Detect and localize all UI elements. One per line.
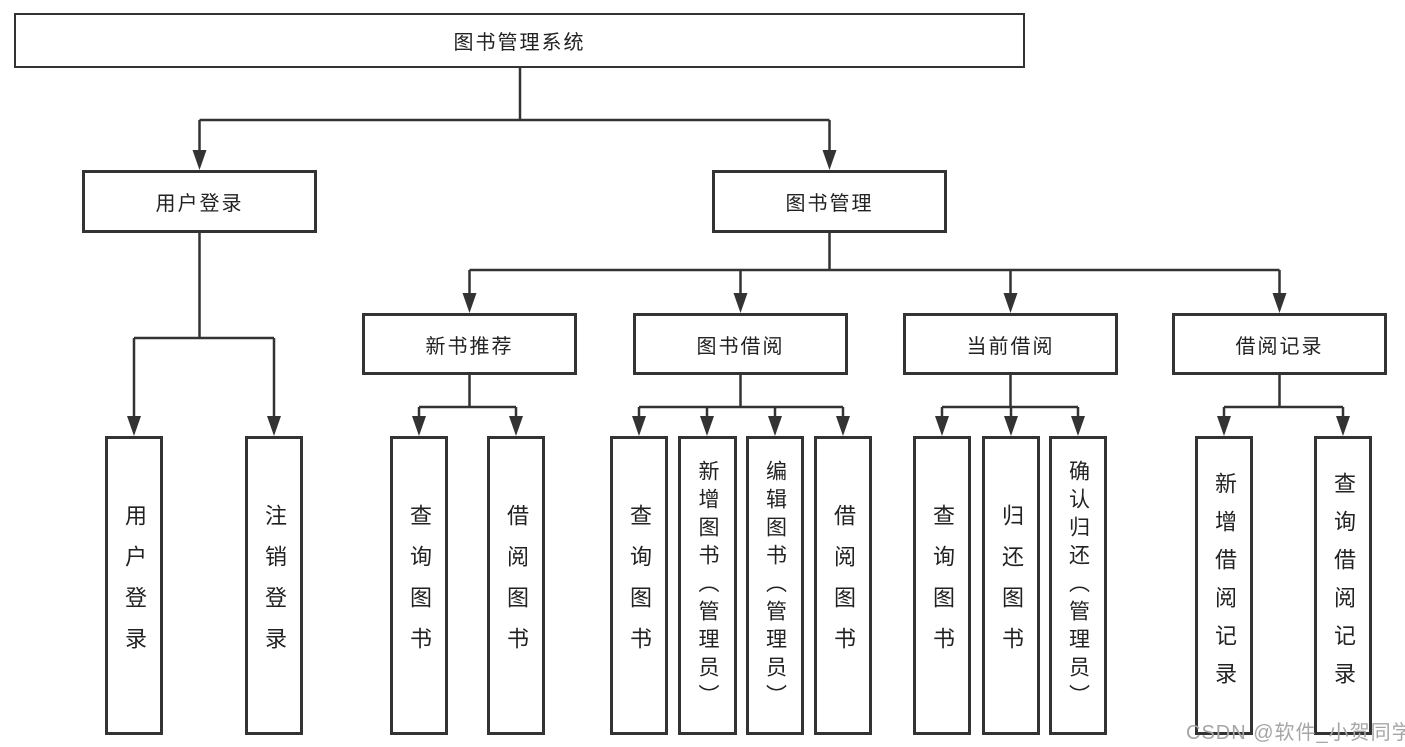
node-label: 图书管理 xyxy=(785,193,874,215)
connector-root-to-level2 xyxy=(192,68,837,170)
leaf-label: 注销登录 xyxy=(262,503,287,668)
connector-bookmgmt-to-level3 xyxy=(462,233,1287,313)
connector-userlogin-to-leaves xyxy=(127,233,281,436)
leaf-confirm-return-admin: 确认归还（管理员） xyxy=(1049,436,1107,735)
node-library-management-system: 图书管理系统 xyxy=(14,13,1025,68)
leaf-label: 借阅图书 xyxy=(504,503,529,668)
leaf-user-login: 用户登录 xyxy=(105,436,163,735)
leaf-label: 新增借阅记录 xyxy=(1212,471,1237,700)
node-label: 当前借阅 xyxy=(966,335,1055,358)
leaf-label: 新增图书（管理员） xyxy=(696,459,719,712)
node-label: 图书管理系统 xyxy=(453,32,586,54)
connector-currentborrow-to-leaves xyxy=(935,375,1085,436)
leaf-label: 编辑图书（管理员） xyxy=(763,459,787,712)
node-label: 用户登录 xyxy=(155,193,244,215)
leaf-label: 用户登录 xyxy=(122,503,147,668)
node-book-management: 图书管理 xyxy=(712,170,947,233)
node-user-login: 用户登录 xyxy=(82,170,317,233)
leaf-logout: 注销登录 xyxy=(245,436,303,735)
csdn-watermark: CSDN @软件_小贺同学 xyxy=(1186,722,1405,744)
leaf-query-books-recommend: 查询图书 xyxy=(390,436,448,735)
leaf-query-books-current: 查询图书 xyxy=(913,436,971,735)
node-label: 借阅记录 xyxy=(1235,335,1324,358)
leaf-label: 确认归还（管理员） xyxy=(1066,459,1090,712)
leaf-label: 查询图书 xyxy=(407,503,432,668)
node-new-book-recommend: 新书推荐 xyxy=(362,313,577,375)
leaf-return-book: 归还图书 xyxy=(982,436,1040,735)
leaf-add-book-admin: 新增图书（管理员） xyxy=(678,436,737,735)
leaf-borrow-books-recommend: 借阅图书 xyxy=(487,436,545,735)
connector-newbook-to-leaves xyxy=(412,375,523,436)
connector-borrowrecords-to-leaves xyxy=(1217,375,1350,436)
leaf-label: 查询图书 xyxy=(627,503,652,668)
leaf-label: 查询图书 xyxy=(930,503,955,668)
node-current-borrow: 当前借阅 xyxy=(903,313,1118,375)
leaf-edit-book-admin: 编辑图书（管理员） xyxy=(746,436,804,735)
node-label: 新书推荐 xyxy=(425,335,514,358)
connector-bookborrow-to-leaves xyxy=(632,375,850,436)
leaf-query-books-borrow: 查询图书 xyxy=(610,436,668,735)
leaf-query-borrow-record: 查询借阅记录 xyxy=(1314,436,1372,735)
leaf-label: 归还图书 xyxy=(999,503,1024,668)
leaf-borrow-books: 借阅图书 xyxy=(814,436,872,735)
leaf-label: 借阅图书 xyxy=(831,503,856,668)
node-label: 图书借阅 xyxy=(696,335,785,358)
leaf-label: 查询借阅记录 xyxy=(1331,471,1356,700)
node-borrow-records: 借阅记录 xyxy=(1172,313,1387,375)
leaf-add-borrow-record: 新增借阅记录 xyxy=(1195,436,1253,735)
node-book-borrow: 图书借阅 xyxy=(633,313,848,375)
